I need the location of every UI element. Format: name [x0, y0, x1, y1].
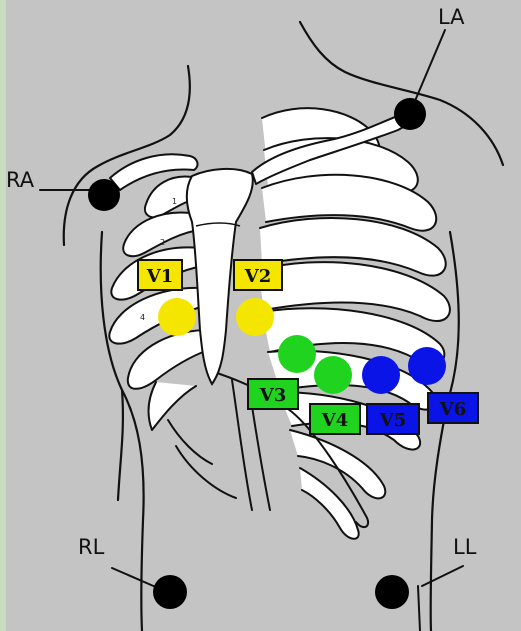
v4-electrode-icon — [314, 356, 352, 394]
ra-label: RA — [6, 168, 35, 192]
ra-electrode-icon — [88, 179, 120, 211]
v1-electrode-icon — [158, 298, 196, 336]
v2-electrode-icon — [236, 298, 274, 336]
v5-label: V5 — [379, 410, 407, 431]
v3-electrode-icon — [278, 335, 316, 373]
ll-electrode-icon — [375, 575, 409, 609]
v3-label: V3 — [259, 385, 287, 406]
ll-label: LL — [453, 535, 477, 559]
rl-label: RL — [78, 535, 105, 559]
v1-label: V1 — [146, 266, 174, 287]
v4-label-box: V4 — [310, 404, 360, 434]
rib-number: 1 — [172, 197, 177, 206]
rl-electrode-icon — [153, 575, 187, 609]
v4-label: V4 — [321, 410, 349, 431]
v3-label-box: V3 — [248, 379, 298, 409]
v2-label-box: V2 — [234, 260, 282, 290]
la-electrode-icon — [394, 98, 426, 130]
v6-label: V6 — [439, 399, 467, 420]
rib-number: 4 — [140, 313, 145, 322]
v2-label: V2 — [244, 266, 272, 287]
v6-label-box: V6 — [428, 393, 478, 423]
v1-label-box: V1 — [138, 260, 182, 290]
v5-electrode-icon — [362, 356, 400, 394]
la-label: LA — [438, 5, 465, 29]
rib-number: 2 — [160, 238, 165, 247]
v6-electrode-icon — [408, 347, 446, 385]
v5-label-box: V5 — [367, 404, 419, 434]
